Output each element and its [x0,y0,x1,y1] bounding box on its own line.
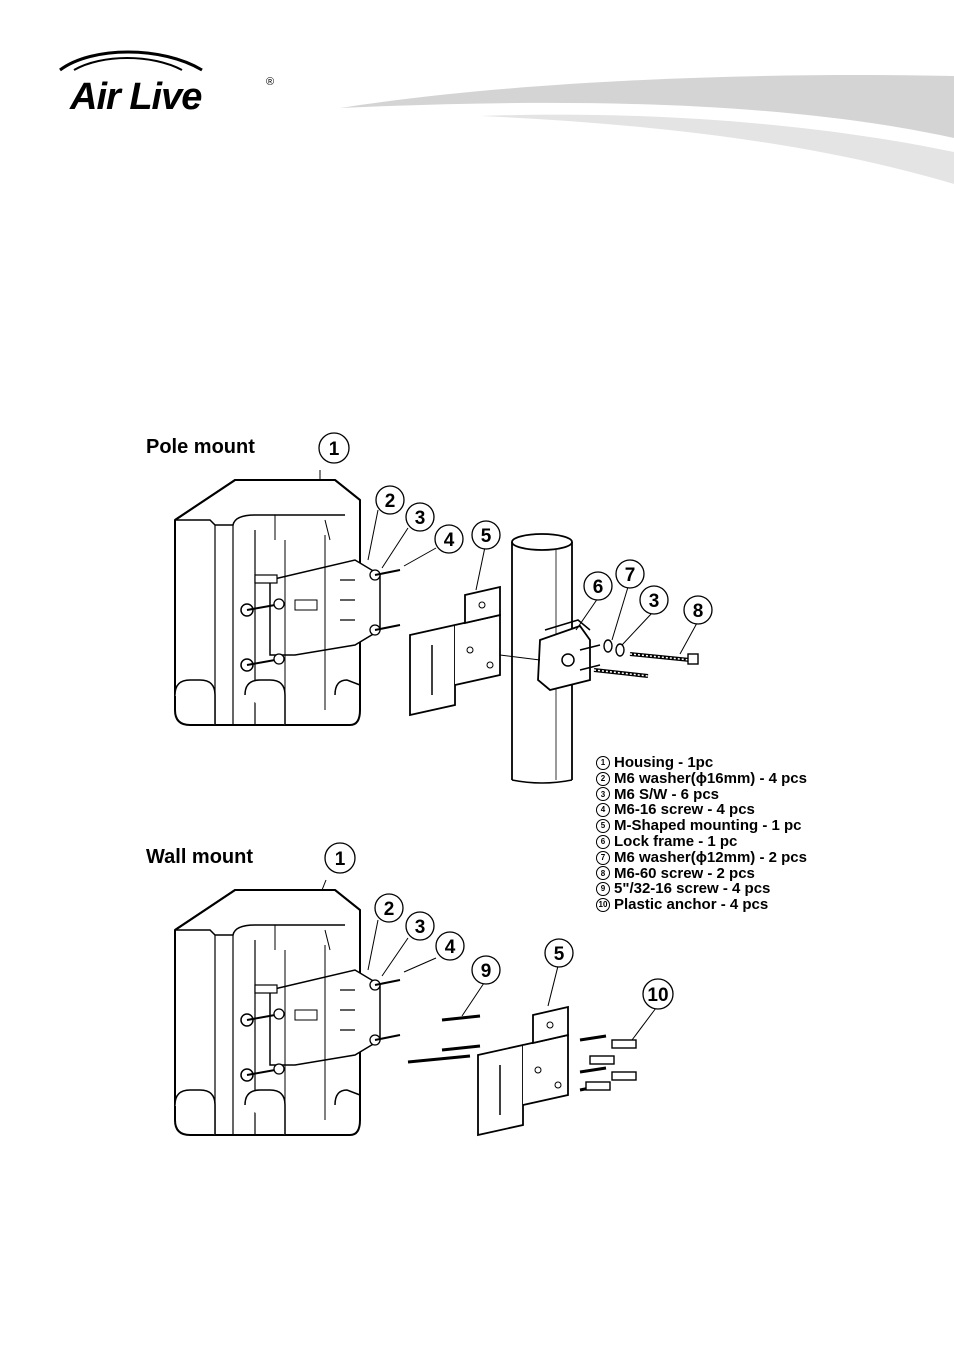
legend-item: 5 M-Shaped mounting - 1 pc [596,818,896,834]
svg-text:9: 9 [481,961,492,982]
legend-number-badge: 6 [596,835,610,849]
legend-item: 6 Lock frame - 1 pc [596,834,896,850]
legend-item: 9 5"/32-16 screw - 4 pcs [596,881,896,897]
svg-text:2: 2 [385,491,396,512]
callout-5-wall: 5 [545,939,573,967]
callout-2-wall: 2 [375,894,403,922]
legend-item: 8 M6-60 screw - 2 pcs [596,866,896,882]
legend-item: 2 M6 washer(ϕ16mm) - 4 pcs [596,771,896,787]
legend-text: Plastic anchor - 4 pcs [614,897,768,913]
callout-4-wall: 4 [436,932,464,960]
legend-text: Lock frame - 1 pc [614,834,737,850]
legend-item: 4 M6-16 screw - 4 pcs [596,802,896,818]
lock-frame-drawing [538,620,600,690]
legend-text: 5"/32-16 screw - 4 pcs [614,881,770,897]
callout-3b-pole: 3 [640,586,668,614]
wall-housing-drawing [175,890,400,1135]
callout-8-pole: 8 [684,596,712,624]
callout-5-pole: 5 [472,521,500,549]
svg-text:4: 4 [444,530,455,551]
svg-text:3: 3 [415,917,426,938]
legend-number-badge: 3 [596,787,610,801]
legend-text: M6 S/W - 6 pcs [614,787,719,803]
legend-number-badge: 5 [596,819,610,833]
callout-7-pole: 7 [616,560,644,588]
legend-text: M6 washer(ϕ12mm) - 2 pcs [614,850,807,866]
legend-number-badge: 10 [596,898,610,912]
legend-item: 1 Housing - 1pc [596,755,896,771]
svg-text:5: 5 [481,526,492,547]
callout-6-pole: 6 [584,572,612,600]
legend-number-badge: 4 [596,803,610,817]
legend-text: M-Shaped mounting - 1 pc [614,818,802,834]
svg-text:8: 8 [693,601,704,622]
wall-m-bracket-drawing [478,1007,568,1135]
svg-text:6: 6 [593,577,604,598]
legend-number-badge: 9 [596,882,610,896]
legend-text: M6 washer(ϕ16mm) - 4 pcs [614,771,807,787]
legend-item: 7 M6 washer(ϕ12mm) - 2 pcs [596,850,896,866]
legend-number-badge: 2 [596,772,610,786]
legend-number-badge: 1 [596,756,610,770]
svg-text:3: 3 [649,591,660,612]
callout-1-pole: 1 [319,433,349,463]
callout-9-wall: 9 [472,956,500,984]
callout-10-wall: 10 [643,979,673,1009]
legend-item: 3 M6 S/W - 6 pcs [596,787,896,803]
svg-text:5: 5 [554,944,565,965]
callout-2-pole: 2 [376,486,404,514]
svg-text:1: 1 [329,439,340,460]
svg-text:7: 7 [625,565,636,586]
callout-3-pole: 3 [406,503,434,531]
svg-text:3: 3 [415,508,426,529]
svg-text:2: 2 [384,899,395,920]
legend-number-badge: 7 [596,851,610,865]
callout-1-wall: 1 [325,843,355,873]
legend-text: M6-60 screw - 2 pcs [614,866,755,882]
legend-number-badge: 8 [596,866,610,880]
legend-text: Housing - 1pc [614,755,713,771]
legend-item: 10 Plastic anchor - 4 pcs [596,897,896,913]
svg-text:10: 10 [647,985,668,1006]
pole-housing-drawing [175,480,400,725]
pole-m-bracket-drawing [410,587,500,715]
legend-text: M6-16 screw - 4 pcs [614,802,755,818]
svg-text:1: 1 [335,849,346,870]
callout-4-pole: 4 [435,525,463,553]
callout-3-wall: 3 [406,912,434,940]
svg-text:4: 4 [445,937,456,958]
